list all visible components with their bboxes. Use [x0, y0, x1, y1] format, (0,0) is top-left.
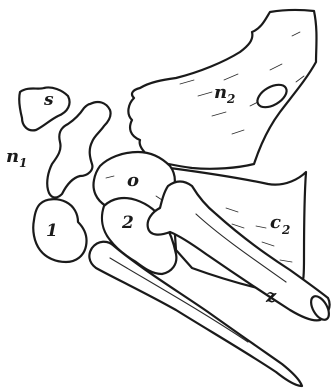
label-1: 1 [46, 221, 58, 241]
label-o: o [127, 170, 139, 191]
label-n1-base: n [6, 146, 19, 167]
label-n1: n 1 [6, 146, 27, 170]
label-z: z [265, 286, 277, 307]
label-s: s [43, 90, 54, 110]
label-c2-sub: 2 [281, 223, 290, 237]
label-2: 2 [121, 213, 134, 233]
label-c2-base: c [270, 212, 281, 233]
label-n2-sub: 2 [226, 92, 235, 106]
label-n2-base: n [214, 82, 227, 103]
label-n1-sub: 1 [19, 156, 27, 170]
bone-1 [33, 199, 86, 262]
